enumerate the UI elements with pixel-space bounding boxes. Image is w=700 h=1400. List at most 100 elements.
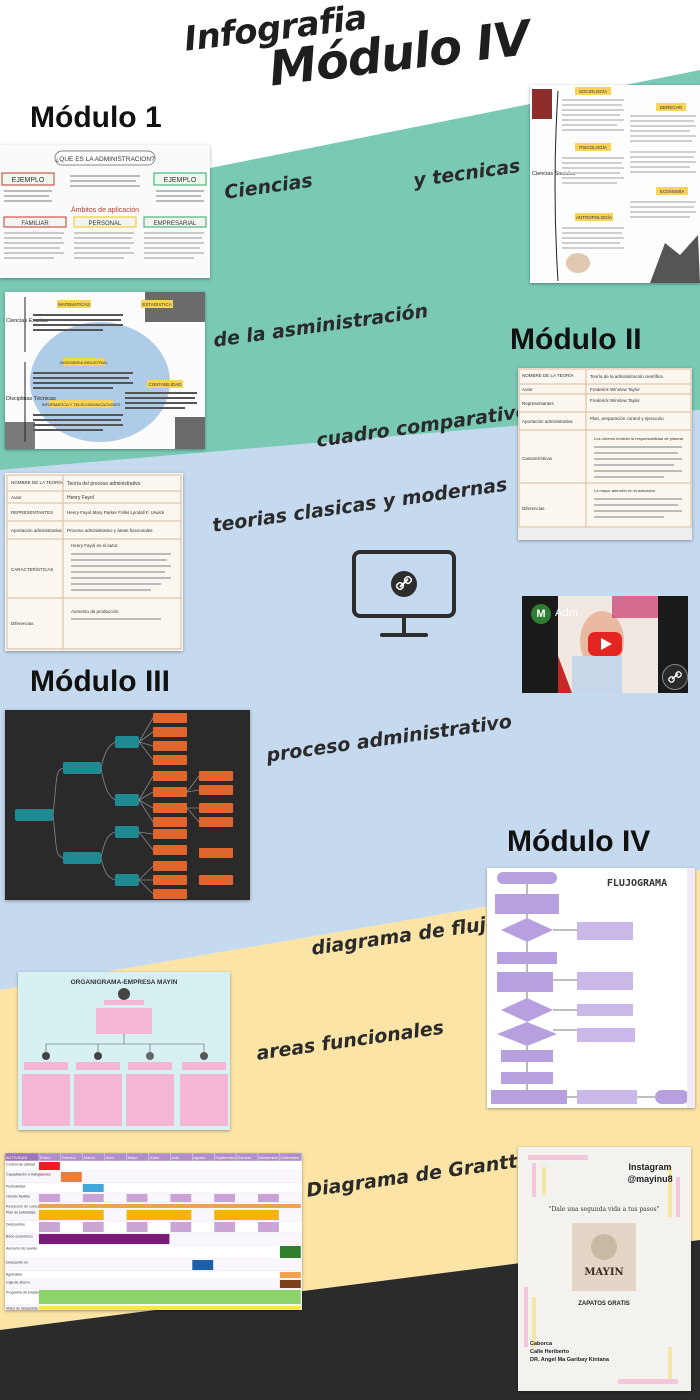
- cientifica-row6-label: Diferencias: [522, 506, 545, 511]
- gantt-row-label: Aguinaldo: [6, 1273, 22, 1277]
- poster-promo: ZAPATOS GRATIS: [578, 1301, 630, 1307]
- teorias-row3-value: Henry Fayol Mary Parker Follet Lyndall F…: [67, 510, 165, 515]
- tag-estadistica: ESTADISTICA: [142, 302, 171, 307]
- gantt-bar: [39, 1222, 60, 1232]
- label-disciplinas-tecnicas: Disciplinas Técnicas: [6, 396, 56, 402]
- cientifica-row2-value: Frederick Winslow Taylor: [590, 387, 640, 392]
- gantt-bar: [214, 1210, 279, 1220]
- gantt-bar: [126, 1222, 148, 1232]
- gantt-row-label: Reducción de costos: [6, 1205, 40, 1209]
- poster-address-1: Caborca: [530, 1341, 553, 1347]
- label-ciencias-exactas: Ciencias Exactas: [6, 318, 48, 324]
- tag-contabilidad: CONTABILIDAD: [149, 382, 183, 387]
- thumbnail-poster-mayin[interactable]: Instagram @mayinu8 "Dale una segunda vid…: [518, 1147, 691, 1391]
- module-4-heading: Módulo IV: [507, 825, 651, 858]
- video-embed[interactable]: M Adm: [522, 596, 688, 693]
- thumb1-title: ¿QUE ES LA ADMINISTRACION?: [55, 156, 155, 163]
- thumb1-col1: FAMILIAR: [21, 221, 49, 227]
- cientifica-row4-label: Aportación administrativa: [522, 419, 573, 424]
- teorias-row4-value: Proceso administrativo y áreas funcional…: [67, 528, 153, 533]
- poster-slogan: "Dale una segunda vida a tus pasos": [549, 1206, 660, 1213]
- monitor-link-icon[interactable]: [350, 549, 458, 643]
- gantt-bar: [279, 1246, 301, 1258]
- flujograma-title: FLUJOGRAMA: [607, 878, 667, 889]
- gantt-bar: [214, 1194, 236, 1202]
- gantt-row-label: Descuentos: [6, 1223, 25, 1227]
- gantt-row-label: Programa de empleado del mes: [6, 1291, 57, 1295]
- poster-address-3: DR. Angel Ma Garibay Kintana: [530, 1357, 610, 1363]
- gantt-header-cell: Septiembre: [215, 1155, 236, 1160]
- tag-derecho: DERECHO: [660, 105, 683, 110]
- video-title: Adm: [555, 607, 578, 619]
- teorias-row5-label: CARACTERÍSTICAS: [11, 566, 53, 572]
- teorias-row6-value: Aumento de producción: [71, 609, 119, 614]
- gantt-bar: [82, 1194, 104, 1202]
- tag-psicologia: PSICOLOGÍA: [579, 144, 607, 150]
- link-icon[interactable]: [662, 664, 688, 690]
- gantt-row-label: Descuento en: [6, 1261, 28, 1265]
- gantt-bar: [39, 1234, 170, 1244]
- gantt-bar: [39, 1306, 301, 1310]
- tag-antropologia: ANTROPOLOGÍA: [576, 214, 612, 220]
- thumbnail-ciencias-sociales[interactable]: Ciencias Sociales SOCIOLOGÍA DERECHO PSI…: [530, 85, 700, 283]
- gantt-bar: [214, 1222, 236, 1232]
- gantt-bar: [39, 1162, 60, 1170]
- thumb1-col3: EMPRESARIAL: [154, 221, 197, 227]
- gantt-row-label: Bono económico: [6, 1235, 33, 1239]
- thumbnail-flujograma[interactable]: FLUJOGRAMA: [487, 868, 695, 1108]
- gantt-bar: [258, 1194, 279, 1202]
- poster-brand: MAYIN: [584, 1267, 623, 1278]
- gantt-header-cell: Abril: [106, 1155, 114, 1160]
- module-3-heading: Módulo III: [30, 665, 170, 698]
- gantt-header-cell: Agosto: [193, 1155, 206, 1160]
- cientifica-row3-label: Representantes: [522, 401, 555, 406]
- gantt-row-label: Plan de publicidad: [6, 1211, 35, 1215]
- module-1-heading: Módulo 1: [30, 101, 162, 134]
- gantt-bar: [82, 1222, 104, 1232]
- thumbnail-organigrama[interactable]: ORGANIGRAMA-EMPRESA MAYIN: [18, 972, 230, 1130]
- cientifica-row6-value: La mayor atención en la actuación: [594, 488, 655, 493]
- poster-address-2: Calle Heriberto: [530, 1349, 570, 1355]
- tag-matematicas: MATEMATICAS: [58, 302, 90, 307]
- tag-sociologia: SOCIOLOGÍA: [579, 88, 607, 94]
- gantt-header-cell: Mayo: [128, 1155, 139, 1160]
- cientifica-row4-value: Plan, preparación control y ejecución: [590, 416, 664, 421]
- gantt-header-cell: Julio: [171, 1155, 180, 1160]
- gantt-bar: [60, 1172, 82, 1182]
- gantt-bar: [279, 1272, 301, 1278]
- thumb1-right-box: EJEMPLO: [164, 177, 197, 184]
- gantt-header-cell: Enero: [40, 1155, 51, 1160]
- ciencias-sociales-label: Ciencias Sociales: [532, 171, 576, 177]
- thumbnail-ciencias-exactas[interactable]: Ciencias Exactas Disciplinas Técnicas MA…: [5, 292, 205, 449]
- gantt-bar: [258, 1222, 279, 1232]
- gantt-bar: [126, 1194, 148, 1202]
- thumbnail-que-es-administracion[interactable]: ¿QUE ES LA ADMINISTRACION? EJEMPLO EJEMP…: [0, 145, 210, 278]
- cientifica-row1-value: Teoría de la administración científica: [590, 374, 663, 379]
- gantt-row-label: Video de despedida: [6, 1307, 38, 1311]
- cientifica-row2-label: Autor: [522, 387, 533, 392]
- gantt-bar: [39, 1194, 60, 1202]
- gantt-bar: [170, 1222, 192, 1232]
- teorias-row2-label: Autor: [11, 495, 22, 500]
- gantt-bar: [39, 1210, 104, 1220]
- play-button-icon[interactable]: [588, 632, 622, 656]
- gantt-header-cell: Febrero: [62, 1155, 77, 1160]
- thumbnail-proceso-administrativo[interactable]: [5, 710, 250, 900]
- gantt-header-cell: Octubre: [237, 1155, 252, 1160]
- cientifica-row1-label: NOMBRE DE LA TEORÍA: [522, 372, 574, 378]
- teorias-row6-label: Diferencias: [11, 621, 34, 626]
- poster-handle: @mayinu8: [627, 1174, 672, 1184]
- thumbnail-tabla-cientifica[interactable]: NOMBRE DE LA TEORÍA Teoría de la adminis…: [518, 368, 692, 540]
- gantt-header-cell: ACTIVIDAD: [6, 1155, 27, 1160]
- gantt-bar: [192, 1260, 214, 1270]
- gantt-row-label: Caja de ahorro: [6, 1281, 30, 1285]
- gantt-bar: [39, 1204, 301, 1208]
- thumbnail-tabla-teorias[interactable]: NOMBRE DE LA TEORÍA Teoría del proceso a…: [5, 473, 183, 651]
- gantt-header-cell: Marzo: [84, 1155, 96, 1160]
- teorias-row2-value: Henry Fayol: [67, 495, 94, 501]
- thumb1-left-box: EJEMPLO: [12, 177, 45, 184]
- cientifica-row3-value: Frederick Winslow Taylor: [590, 398, 640, 403]
- gantt-row-label: Aumento de sueldo: [6, 1247, 37, 1251]
